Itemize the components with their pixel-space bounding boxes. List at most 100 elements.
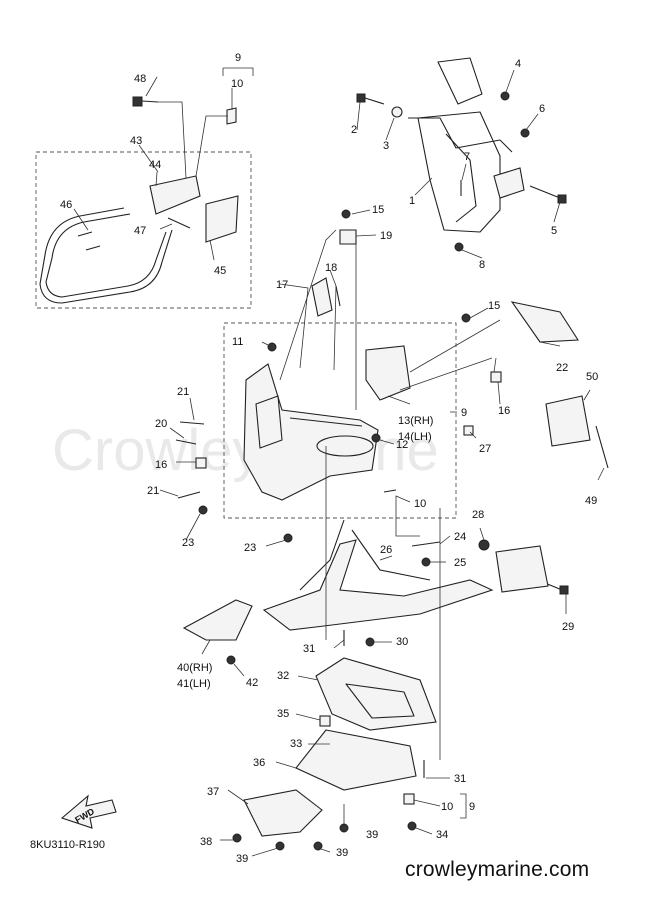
callout-38: 38 [200, 836, 212, 848]
callout-45: 45 [214, 265, 226, 277]
callout-9b: 9 [461, 407, 467, 419]
rivet-21b-part [177, 491, 201, 499]
screw-23a-part [198, 505, 208, 515]
clip-16b-part [490, 371, 502, 383]
diagram-code: 8KU3110-R190 [30, 839, 106, 851]
callout-19: 19 [380, 230, 392, 242]
callout-43: 43 [130, 135, 142, 147]
front-panel-part [243, 363, 379, 501]
bracket-40-part [182, 599, 253, 641]
callout-36: 36 [253, 757, 265, 769]
callout-14: 14(LH) [398, 431, 432, 443]
callout-10c: 10 [441, 801, 453, 813]
site-link[interactable]: crowleymarine.com [405, 858, 590, 881]
nut-6-part [520, 128, 530, 138]
callout-9c: 9 [469, 801, 475, 813]
callout-39a: 39 [366, 829, 378, 841]
callout-26: 26 [380, 544, 392, 556]
bolt-18-part [335, 285, 341, 307]
callout-15b: 15 [488, 300, 500, 312]
callout-50: 50 [586, 371, 598, 383]
screw-12-part [371, 433, 381, 443]
callout-44: 44 [149, 159, 161, 171]
callout-7: 7 [464, 151, 470, 163]
callout-30: 30 [396, 636, 408, 648]
bracket-44-part [149, 175, 201, 215]
clip-16a-part [195, 457, 207, 469]
screw-34-part [407, 821, 417, 831]
callout-2: 2 [351, 124, 357, 136]
callout-16b: 16 [498, 405, 510, 417]
callout-8: 8 [479, 259, 485, 271]
callout-23a: 23 [182, 537, 194, 549]
screw-23b-part [283, 533, 293, 543]
lower-frame-part [262, 519, 494, 631]
callout-17: 17 [276, 279, 288, 291]
leader-lines [73, 67, 605, 857]
clip-27-part [463, 425, 474, 436]
callout-6: 6 [539, 103, 545, 115]
bracket-19-part [339, 229, 357, 245]
callout-27: 27 [479, 443, 491, 455]
callout-25: 25 [454, 557, 466, 569]
callout-13: 13(RH) [398, 415, 433, 427]
callout-11: 11 [232, 336, 243, 348]
callout-33: 33 [290, 738, 302, 750]
callout-41: 41(LH) [177, 678, 211, 690]
plate-50-part [545, 395, 591, 447]
clip-10-part [226, 107, 237, 125]
callout-29: 29 [562, 621, 574, 633]
skid-plate-32-cutout [345, 683, 415, 719]
guard-37-part [243, 789, 323, 837]
callout-31a: 31 [303, 643, 315, 655]
bolt-48-part [132, 96, 159, 107]
callout-1: 1 [409, 195, 415, 207]
screw-39a-part [339, 823, 349, 833]
fwd-arrow-icon: FWD [60, 794, 117, 829]
callout-39b: 39 [236, 853, 248, 865]
screw-11-part [267, 342, 277, 352]
callout-40: 40(RH) [177, 662, 212, 674]
bumper-guard-part [39, 207, 173, 304]
upper-frame-part [408, 57, 525, 233]
screw-15a-part [341, 209, 351, 219]
bolt-47-part [167, 217, 191, 229]
callout-4: 4 [515, 58, 521, 70]
plate-17-part [311, 277, 333, 317]
callout-labels: 9 10 48 43 44 46 47 45 4 2 3 6 7 1 5 8 1… [60, 52, 598, 865]
callout-5: 5 [551, 225, 557, 237]
callout-16a: 16 [155, 459, 167, 471]
callout-24: 24 [454, 531, 466, 543]
callout-10b: 10 [414, 498, 426, 510]
screw-38-part [232, 833, 242, 843]
callout-48: 48 [134, 73, 146, 85]
screw-39b-part [275, 841, 285, 851]
callout-10a: 10 [231, 78, 243, 90]
screw-30-part [365, 637, 375, 647]
nut-8-part [454, 242, 464, 252]
bolt-2-part [356, 93, 385, 105]
rivet-49-part [595, 425, 609, 469]
callout-21b: 21 [147, 485, 159, 497]
callout-12: 12 [396, 439, 408, 451]
callout-47: 47 [134, 225, 146, 237]
callout-46: 46 [60, 199, 72, 211]
side-bracket-part [495, 545, 549, 593]
callout-3: 3 [383, 140, 389, 152]
callout-28: 28 [472, 509, 484, 521]
rivet-20-part [175, 439, 197, 445]
bracket-24-part [411, 541, 441, 547]
skid-plate-32-part [315, 657, 437, 731]
plate-22-part [510, 301, 579, 343]
screw-42-part [226, 655, 236, 665]
callout-42: 42 [246, 677, 258, 689]
callout-31b: 31 [454, 773, 466, 785]
bolt-5-part [529, 185, 567, 204]
plate-33-part [295, 729, 417, 791]
callout-22: 22 [556, 362, 568, 374]
callout-15a: 15 [372, 204, 384, 216]
screw-39c-part [313, 841, 323, 851]
callout-18: 18 [325, 262, 337, 274]
nut-28-part [478, 539, 490, 551]
screw-25-part [421, 557, 431, 567]
